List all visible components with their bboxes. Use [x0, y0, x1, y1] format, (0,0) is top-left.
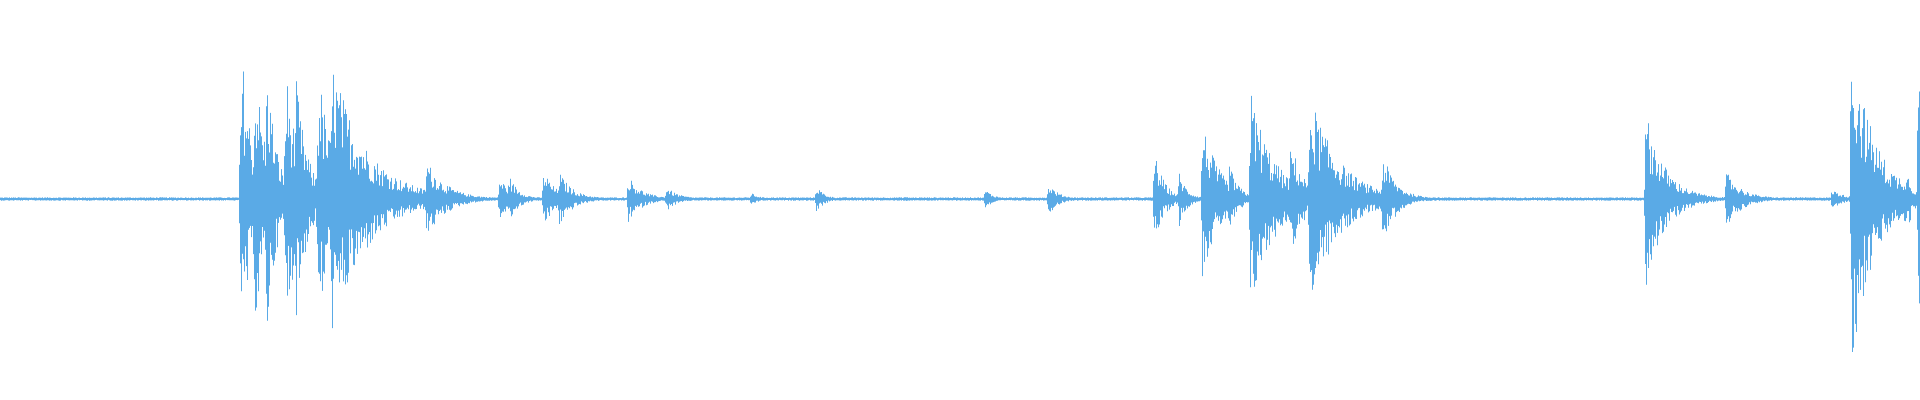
waveform-path	[0, 71, 1920, 352]
waveform-bars	[0, 71, 1920, 352]
